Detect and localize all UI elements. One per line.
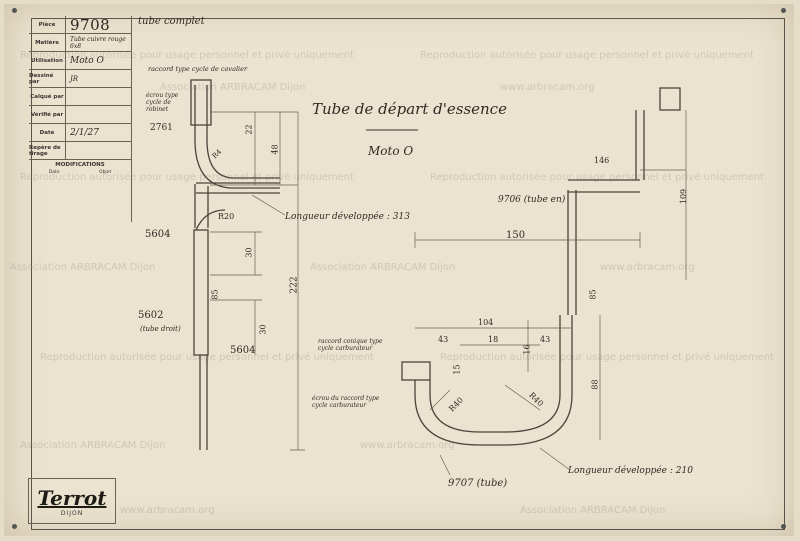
tb-value-utilisation: Moto O <box>70 55 104 66</box>
tb-row-utilisation: Utilisation Moto O <box>29 52 131 70</box>
dim-109: 109 <box>679 188 689 205</box>
drawing-title: Tube de départ d'essence <box>312 100 507 118</box>
right-vertical-tube <box>567 190 577 315</box>
dim-22: 22 <box>244 124 254 135</box>
ref-5604-a: 5604 <box>145 229 171 240</box>
pin-hole-icon <box>12 524 17 529</box>
crossover-right <box>568 179 640 193</box>
terrot-logo: Terrot DIJON <box>28 478 116 524</box>
tb-label: Utilisation <box>29 52 66 69</box>
drawing-frame <box>31 18 785 530</box>
dim-18: 18 <box>488 335 499 344</box>
dim-15: 15 <box>452 364 462 375</box>
tb-row-date: Date 2/1/27 <box>29 124 131 142</box>
upper-tube-bend-inner <box>206 85 280 179</box>
tb-value-matiere: Tube cuivre rouge 6x8 <box>70 35 126 50</box>
dim-r20: R20 <box>218 212 235 221</box>
tb-label: Matière <box>29 34 66 51</box>
dim-85: 85 <box>210 289 220 300</box>
ref-9707: 9707 (tube) <box>448 478 508 489</box>
tb-label: Date <box>29 124 66 141</box>
dim-150: 150 <box>506 230 526 241</box>
tb-label: Repère de tirage <box>29 142 66 159</box>
tb-row-dessine: Dessiné par JR <box>29 70 131 88</box>
note-ecrou-bottom: écrou du raccord type cycle carburateur <box>312 395 380 409</box>
dim-146: 146 <box>594 156 610 165</box>
note-tube-droit: (tube droit) <box>140 325 181 333</box>
right-top-tube <box>635 110 645 180</box>
ref-2761: 2761 <box>150 123 173 133</box>
mods-date-col: Date <box>48 170 60 175</box>
dim-30a: 30 <box>244 247 254 258</box>
title-block: Pièce 9708 Matière Tube cuivre rouge 6x8… <box>29 16 132 222</box>
dim-85r: 85 <box>588 289 598 300</box>
tb-row-repere: Repère de tirage <box>29 142 131 160</box>
tb-value-date: 2/1/27 <box>70 127 99 138</box>
drawing-subtitle: Moto O <box>368 144 414 158</box>
pin-hole-icon <box>12 8 17 13</box>
lower-tube-segment <box>199 355 208 450</box>
dim-48: 48 <box>270 144 280 155</box>
ref-5602: 5602 <box>138 310 164 321</box>
dim-30b: 30 <box>258 324 268 335</box>
raccord-conique <box>401 361 431 381</box>
top-right-fitting <box>659 87 681 111</box>
ecrou-fitting <box>190 79 212 126</box>
drawing-sheet <box>4 4 794 536</box>
u-bend-inner <box>429 315 561 433</box>
note-longueur-bottom: Longueur développée : 210 <box>568 466 693 476</box>
note-longueur-top: Longueur développée : 313 <box>285 212 410 222</box>
tb-value-piece: 9708 <box>70 15 111 34</box>
pin-hole-icon <box>781 524 786 529</box>
tb-row-matiere: Matière Tube cuivre rouge 6x8 <box>29 34 131 52</box>
note-raccord-conique: raccord conique type cycle carburateur <box>318 338 383 352</box>
dim-88: 88 <box>590 379 600 390</box>
logo-brand: Terrot <box>37 485 107 510</box>
tb-label: Calqué par <box>29 88 66 105</box>
tb-label: Pièce <box>29 16 66 33</box>
pin-hole-icon <box>781 8 786 13</box>
note-ecrou-top: écrou type cycle de robinet <box>146 92 179 113</box>
upper-tube-bend <box>194 85 280 189</box>
piece-note: tube complet <box>138 16 205 27</box>
dim-104: 104 <box>478 318 494 327</box>
tb-label: Dessiné par <box>29 70 66 87</box>
modifications-label: MODIFICATIONS <box>55 162 105 168</box>
note-raccord-top: raccord type cycle de cavalier <box>148 65 248 73</box>
crossover-left <box>196 182 280 194</box>
logo-city: DIJON <box>60 509 84 517</box>
tb-row-calque: Calqué par <box>29 88 131 106</box>
dim-43b: 43 <box>540 335 551 344</box>
u-bend-outer <box>414 315 573 446</box>
tb-row-verifie: Vérifié par <box>29 106 131 124</box>
tb-row-piece: Pièce 9708 <box>29 16 131 34</box>
ref-9706: 9706 (tube en) <box>498 195 566 205</box>
modifications-box: MODIFICATIONS Date Objet <box>29 160 131 222</box>
dim-222: 222 <box>289 276 300 294</box>
dim-16: 16 <box>522 344 532 355</box>
tube-5602 <box>193 229 209 356</box>
tb-label: Vérifié par <box>29 106 66 123</box>
ref-5604-b: 5604 <box>230 345 256 356</box>
mods-object-col: Objet <box>99 170 112 175</box>
dim-43a: 43 <box>438 335 449 344</box>
tb-value-dessine: JR <box>70 74 79 83</box>
